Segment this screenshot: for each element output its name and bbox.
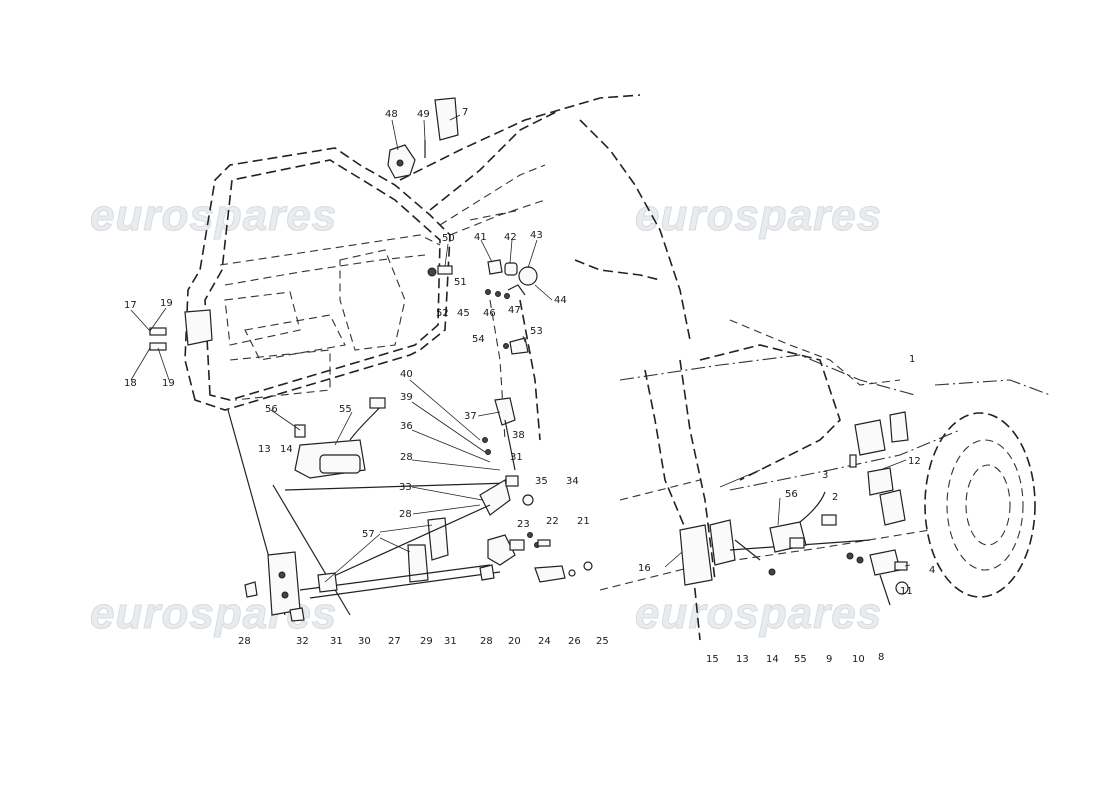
latch-plate <box>679 524 713 586</box>
callout-54: 54 <box>472 334 485 345</box>
callout-26: 26 <box>568 636 581 647</box>
callout-48: 48 <box>385 109 398 120</box>
callout-56: 56 <box>265 404 278 415</box>
callout-56: 56 <box>785 489 798 500</box>
callout-40: 40 <box>400 369 413 380</box>
left-parts <box>149 97 593 622</box>
right-parts <box>679 411 909 606</box>
callout-17: 17 <box>124 300 137 311</box>
callout-45: 45 <box>457 308 470 319</box>
callout-2: 2 <box>832 492 838 503</box>
callout-50: 50 <box>442 233 455 244</box>
callout-31: 31 <box>510 452 523 463</box>
callout-4: 4 <box>929 565 935 576</box>
callout-46: 46 <box>483 308 496 319</box>
callout-20: 20 <box>508 636 521 647</box>
callout-21: 21 <box>577 516 590 527</box>
callout-24: 24 <box>538 636 551 647</box>
callout-42: 42 <box>504 232 517 243</box>
callout-39: 39 <box>400 392 413 403</box>
callout-19: 19 <box>160 298 173 309</box>
watermark-text: eurospares <box>635 191 882 240</box>
callout-43: 43 <box>530 230 543 241</box>
callout-31: 31 <box>444 636 457 647</box>
key-cylinder <box>487 259 503 275</box>
watermark-text: eurospares <box>90 191 337 240</box>
callout-52: 52 <box>436 308 449 319</box>
callout-12: 12 <box>908 456 921 467</box>
callout-14: 14 <box>280 444 293 455</box>
callout-25: 25 <box>596 636 609 647</box>
callout-28: 28 <box>400 452 413 463</box>
right-callouts: 1 3 2 12 56 16 4 11 15 13 14 55 9 10 8 <box>638 354 935 665</box>
callout-44: 44 <box>554 295 567 306</box>
callout-15: 15 <box>706 654 719 665</box>
callout-30: 30 <box>358 636 371 647</box>
callout-7: 7 <box>462 107 468 118</box>
callout-37: 37 <box>464 411 477 422</box>
callout-32: 32 <box>296 636 309 647</box>
leader-lines <box>130 114 911 583</box>
callout-28: 28 <box>238 636 251 647</box>
callout-9: 9 <box>826 654 832 665</box>
callout-28: 28 <box>480 636 493 647</box>
callout-49: 49 <box>417 109 430 120</box>
callout-57: 57 <box>362 529 375 540</box>
door-handle <box>534 565 566 583</box>
callout-19: 19 <box>162 378 175 389</box>
callout-36: 36 <box>400 421 413 432</box>
callout-23: 23 <box>517 519 530 530</box>
callout-29: 29 <box>420 636 433 647</box>
door-latch <box>267 551 301 616</box>
callout-11: 11 <box>900 586 913 597</box>
callout-1: 1 <box>909 354 915 365</box>
callout-33: 33 <box>399 482 412 493</box>
callout-22: 22 <box>546 516 559 527</box>
callout-28: 28 <box>399 509 412 520</box>
callout-8: 8 <box>878 652 884 663</box>
callout-38: 38 <box>512 430 525 441</box>
callout-16: 16 <box>638 563 651 574</box>
callout-27: 27 <box>388 636 401 647</box>
callout-31: 31 <box>330 636 343 647</box>
callout-34: 34 <box>566 476 579 487</box>
callout-35: 35 <box>535 476 548 487</box>
callout-13: 13 <box>258 444 271 455</box>
left-callouts: 48 49 7 50 51 52 41 42 43 44 45 46 47 53… <box>124 107 609 647</box>
callout-41: 41 <box>474 232 487 243</box>
callout-53: 53 <box>530 326 543 337</box>
striker-plate <box>434 97 459 141</box>
callout-51: 51 <box>454 277 467 288</box>
callout-55: 55 <box>794 654 807 665</box>
callout-10: 10 <box>852 654 865 665</box>
inner-latch <box>487 534 516 566</box>
callout-13: 13 <box>736 654 749 665</box>
callout-3: 3 <box>822 470 828 481</box>
callout-55: 55 <box>339 404 352 415</box>
callout-14: 14 <box>766 654 779 665</box>
callout-18: 18 <box>124 378 137 389</box>
callout-47: 47 <box>508 305 521 316</box>
watermark-text: eurospares <box>635 589 882 638</box>
